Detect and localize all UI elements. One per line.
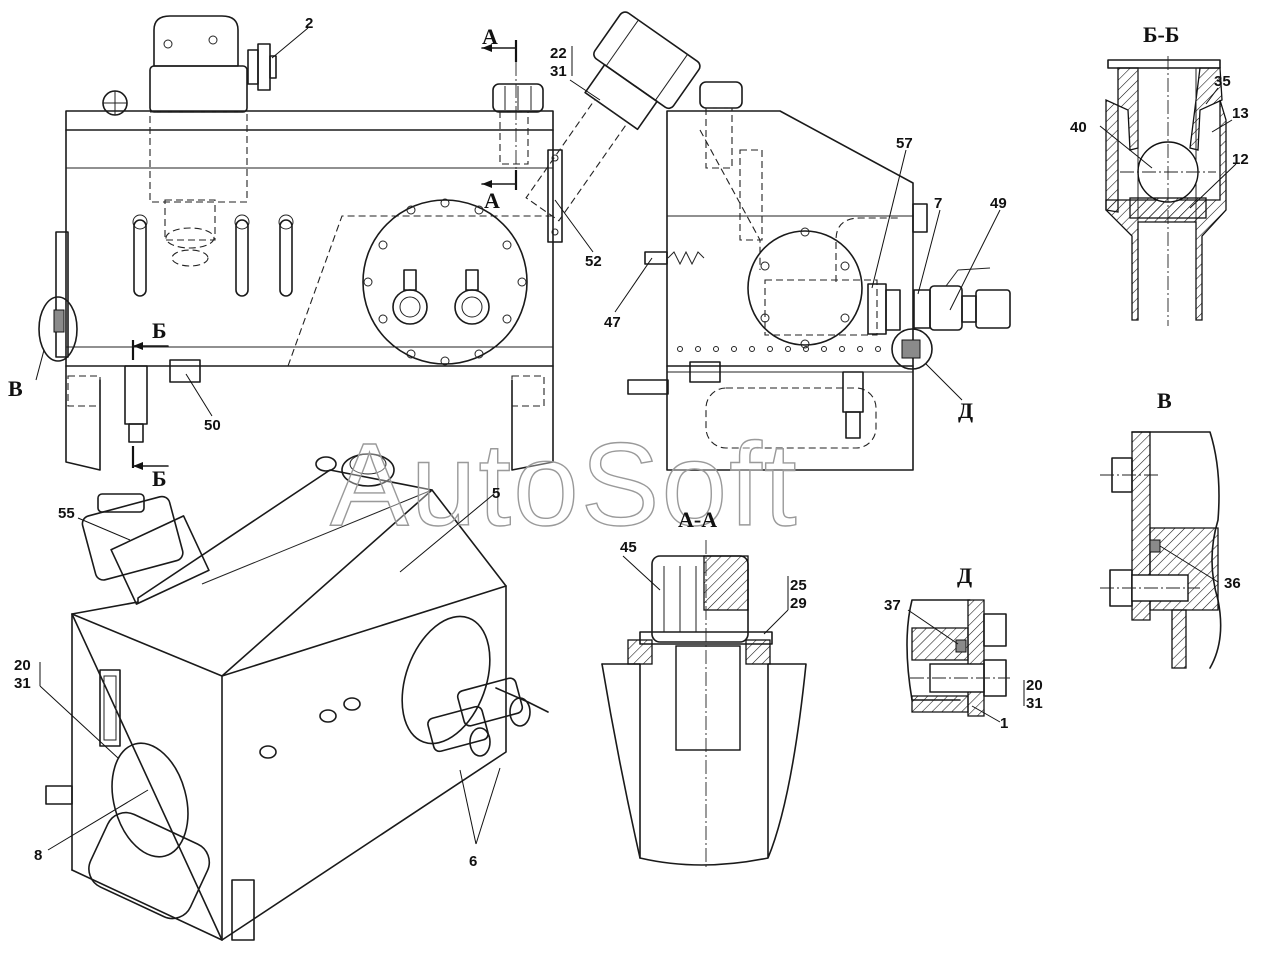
section-bb bbox=[1105, 56, 1227, 326]
callout-1: 1 bbox=[1000, 715, 1008, 732]
view-d bbox=[906, 599, 1010, 717]
callout-50: 50 bbox=[204, 417, 221, 434]
callout-45: 45 bbox=[620, 539, 637, 556]
callout-12: 12 bbox=[1232, 151, 1249, 168]
callout-36: 36 bbox=[1224, 575, 1241, 592]
callout-49: 49 bbox=[990, 195, 1007, 212]
title-view-d: Д bbox=[957, 563, 972, 588]
mark-a-top: А bbox=[482, 24, 498, 49]
callout-55: 55 bbox=[58, 505, 75, 522]
mark-b-top: Б bbox=[152, 318, 167, 343]
callout-8: 8 bbox=[34, 847, 42, 864]
title-section-bb: Б-Б bbox=[1143, 22, 1179, 47]
callout-5: 5 bbox=[492, 485, 500, 502]
cover-bolts bbox=[363, 198, 527, 366]
callout-52: 52 bbox=[585, 253, 602, 270]
side-view bbox=[525, 11, 1011, 471]
holes-row bbox=[677, 346, 881, 352]
callout-31-iso: 31 bbox=[14, 675, 31, 692]
callout-7: 7 bbox=[934, 195, 942, 212]
mark-a-bottom: А bbox=[484, 188, 500, 213]
callout-25: 25 bbox=[790, 577, 807, 594]
callout-31: 31 bbox=[550, 63, 567, 80]
watermark-text: AutoSoft bbox=[330, 419, 799, 551]
callout-31-d: 31 bbox=[1026, 695, 1043, 712]
callout-20: 20 bbox=[1026, 677, 1043, 694]
title-section-aa: А-А bbox=[678, 507, 717, 532]
section-aa bbox=[601, 540, 807, 870]
callout-6: 6 bbox=[469, 853, 477, 870]
callout-13: 13 bbox=[1232, 105, 1249, 122]
callout-47: 47 bbox=[604, 314, 621, 331]
isometric-view bbox=[45, 453, 549, 941]
title-view-v: В bbox=[1157, 388, 1172, 413]
callout-2: 2 bbox=[305, 15, 313, 32]
callout-37: 37 bbox=[884, 597, 901, 614]
callout-35: 35 bbox=[1214, 73, 1231, 90]
callout-40: 40 bbox=[1070, 119, 1087, 136]
mark-d-callout: Д bbox=[958, 398, 973, 423]
callout-57: 57 bbox=[896, 135, 913, 152]
callout-29: 29 bbox=[790, 595, 807, 612]
mark-b-bottom: Б bbox=[152, 466, 167, 491]
front-view bbox=[38, 15, 563, 471]
slots bbox=[132, 214, 294, 297]
callout-22: 22 bbox=[550, 45, 567, 62]
callout-numbers: 2 22 31 35 13 40 12 57 7 49 52 47 50 5 5… bbox=[14, 15, 1249, 870]
view-v bbox=[1100, 431, 1222, 669]
leader-lines bbox=[35, 27, 1237, 851]
mark-v-callout: В bbox=[8, 376, 23, 401]
callout-20-iso: 20 bbox=[14, 657, 31, 674]
